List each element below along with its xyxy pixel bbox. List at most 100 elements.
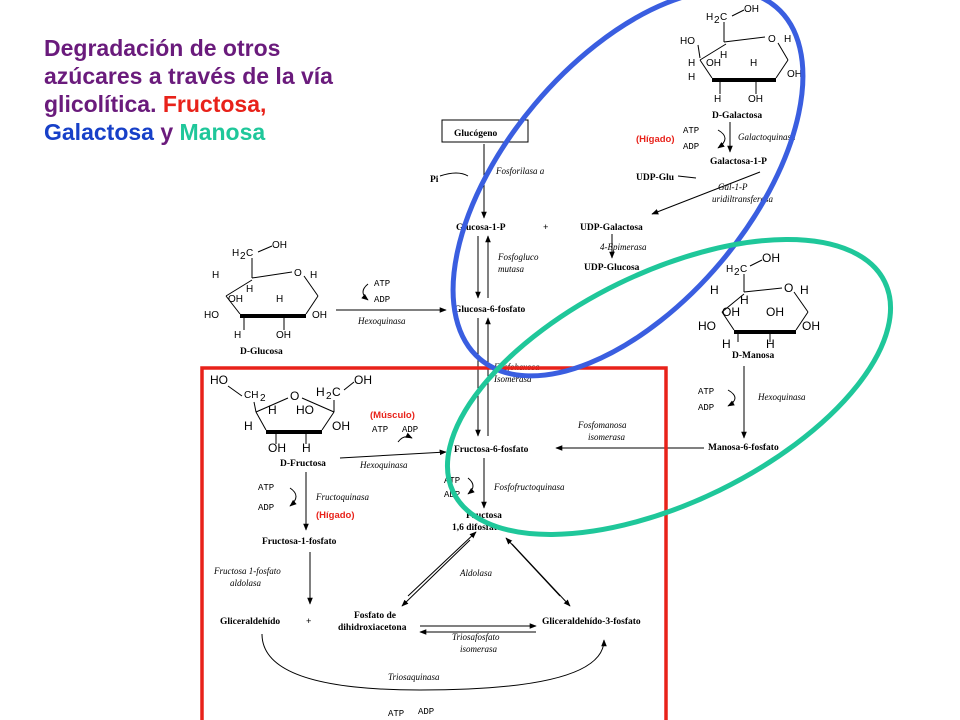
- title-manosa: Manosa: [179, 119, 266, 145]
- title-line-2: azúcares a través de la vía: [44, 63, 333, 89]
- svg-text:2: 2: [714, 15, 720, 26]
- svg-text:Fructosa: Fructosa: [466, 511, 502, 521]
- svg-text:OH: OH: [312, 310, 327, 321]
- svg-text:H: H: [244, 419, 253, 433]
- svg-text:H: H: [740, 293, 749, 307]
- svg-text:H: H: [800, 283, 809, 297]
- svg-text:Fructoquinasa: Fructoquinasa: [315, 492, 369, 502]
- svg-text:O: O: [290, 389, 299, 403]
- svg-text:OH: OH: [787, 69, 802, 80]
- galactose-1-p-label: Galactosa-1-P: [710, 157, 767, 167]
- svg-text:ATP: ATP: [683, 126, 699, 136]
- svg-text:aldolasa: aldolasa: [230, 578, 262, 588]
- svg-text:Hexoquinasa: Hexoquinasa: [359, 460, 408, 470]
- svg-text:HO: HO: [698, 319, 716, 333]
- svg-text:ATP: ATP: [388, 709, 404, 719]
- fructose-1-phosphate-label: Fructosa-1-fosfato: [262, 537, 337, 547]
- svg-text:H: H: [720, 50, 727, 61]
- svg-text:H: H: [706, 12, 713, 23]
- title-galactosa: Galactosa: [44, 119, 154, 145]
- svg-text:HO: HO: [210, 373, 228, 387]
- muscle-label: (Músculo): [370, 410, 415, 421]
- slide-title: Degradación de otros azúcares a través d…: [44, 34, 404, 146]
- svg-text:OH: OH: [748, 94, 763, 105]
- svg-text:+: +: [543, 223, 548, 233]
- svg-text:Fosforilasa a: Fosforilasa a: [495, 166, 545, 176]
- svg-text:Galactoquinasa: Galactoquinasa: [738, 132, 796, 142]
- svg-text:Gal-1-P: Gal-1-P: [718, 182, 748, 192]
- svg-text:+: +: [306, 617, 311, 627]
- svg-text:Fructosa 1-fosfato: Fructosa 1-fosfato: [213, 566, 281, 576]
- svg-text:Triosaquinasa: Triosaquinasa: [388, 672, 440, 682]
- svg-text:ADP: ADP: [374, 295, 390, 305]
- svg-text:H: H: [722, 337, 731, 351]
- svg-text:Aldolasa: Aldolasa: [459, 568, 493, 578]
- svg-text:OH: OH: [762, 251, 780, 265]
- svg-text:H: H: [316, 385, 325, 399]
- svg-text:UDP-Glu: UDP-Glu: [636, 173, 675, 183]
- svg-text:HO: HO: [296, 403, 314, 417]
- fructose-branch: (Músculo) ATP ADP Hexoquinasa ATP ADP Fr…: [213, 410, 641, 719]
- svg-text:HO: HO: [204, 310, 219, 321]
- svg-text:H: H: [276, 294, 283, 305]
- svg-text:O: O: [294, 268, 302, 279]
- svg-text:H: H: [234, 330, 241, 341]
- svg-text:HO: HO: [680, 36, 695, 47]
- mannose-branch: ATP ADP Hexoquinasa Manosa-6-fosfato Fos…: [555, 366, 806, 453]
- galactose-branch: (Hígado) ATP ADP Galactoquinasa Galactos…: [580, 122, 796, 273]
- svg-text:H: H: [688, 72, 695, 83]
- svg-text:H: H: [232, 248, 239, 259]
- svg-text:Fosfofructoquinasa: Fosfofructoquinasa: [493, 482, 565, 492]
- svg-text:isomerasa: isomerasa: [460, 644, 498, 654]
- glycogen-axis: Glucógeno Pi Fosforilasa a Glucosa-1-P +…: [430, 119, 565, 533]
- svg-text:ADP: ADP: [258, 503, 274, 513]
- svg-text:OH: OH: [332, 419, 350, 433]
- mannose-highlight-ellipse: [444, 237, 894, 537]
- glyceraldehyde-label: Gliceraldehído: [220, 617, 280, 627]
- svg-text:ADP: ADP: [683, 142, 699, 152]
- svg-text:Hexoquinasa: Hexoquinasa: [757, 392, 806, 402]
- svg-text:uridiltransferasa: uridiltransferasa: [712, 194, 774, 204]
- svg-text:2: 2: [260, 393, 266, 404]
- svg-text:Fosfogluco: Fosfogluco: [497, 252, 539, 262]
- udp-galactose-label: UDP-Galactosa: [580, 223, 643, 233]
- mannose-6-phosphate-label: Manosa-6-fosfato: [708, 443, 779, 453]
- liver-label-galactose: (Hígado): [636, 134, 675, 145]
- svg-text:H: H: [750, 58, 757, 69]
- svg-text:O: O: [784, 281, 793, 295]
- svg-text:OH: OH: [272, 240, 287, 251]
- d-fructose-label: D-Fructosa: [280, 459, 326, 469]
- dhap-label: dihidroxiacetona: [338, 623, 407, 633]
- svg-text:ATP: ATP: [698, 387, 714, 397]
- svg-text:C: C: [332, 385, 341, 399]
- svg-text:ATP: ATP: [444, 476, 460, 486]
- svg-text:Hexoquinasa: Hexoquinasa: [357, 316, 406, 326]
- svg-text:Triosafosfato: Triosafosfato: [452, 632, 500, 642]
- d-galactose-label: D-Galactosa: [712, 111, 762, 121]
- svg-text:ATP: ATP: [258, 483, 274, 493]
- svg-text:H: H: [212, 270, 219, 281]
- glucose-1-p-label: Glucosa-1-P: [456, 223, 506, 233]
- glyceraldehyde-3-phosphate-label: Gliceraldehído-3-fosfato: [542, 617, 641, 627]
- galactose-highlight-ellipse: [450, 0, 806, 379]
- svg-text:C: C: [720, 12, 727, 23]
- title-line-1: Degradación de otros: [44, 35, 281, 61]
- title-line-4: Galactosa y Manosa: [44, 119, 266, 145]
- liver-label-fructose: (Hígado): [316, 510, 355, 521]
- svg-text:OH: OH: [706, 58, 721, 69]
- svg-text:Fosfato de: Fosfato de: [354, 611, 396, 621]
- svg-text:isomerasa: isomerasa: [588, 432, 626, 442]
- svg-text:ADP: ADP: [402, 425, 418, 435]
- svg-text:H: H: [310, 270, 317, 281]
- svg-text:H: H: [766, 337, 775, 351]
- svg-text:C: C: [246, 248, 253, 259]
- svg-text:H: H: [246, 284, 253, 295]
- fructose-pathway-box: [200, 366, 668, 720]
- udp-glucose-label: UDP-Glucosa: [584, 263, 640, 273]
- d-glucose-label: D-Glucosa: [240, 347, 283, 357]
- svg-text:H: H: [726, 264, 733, 275]
- svg-text:C: C: [740, 264, 747, 275]
